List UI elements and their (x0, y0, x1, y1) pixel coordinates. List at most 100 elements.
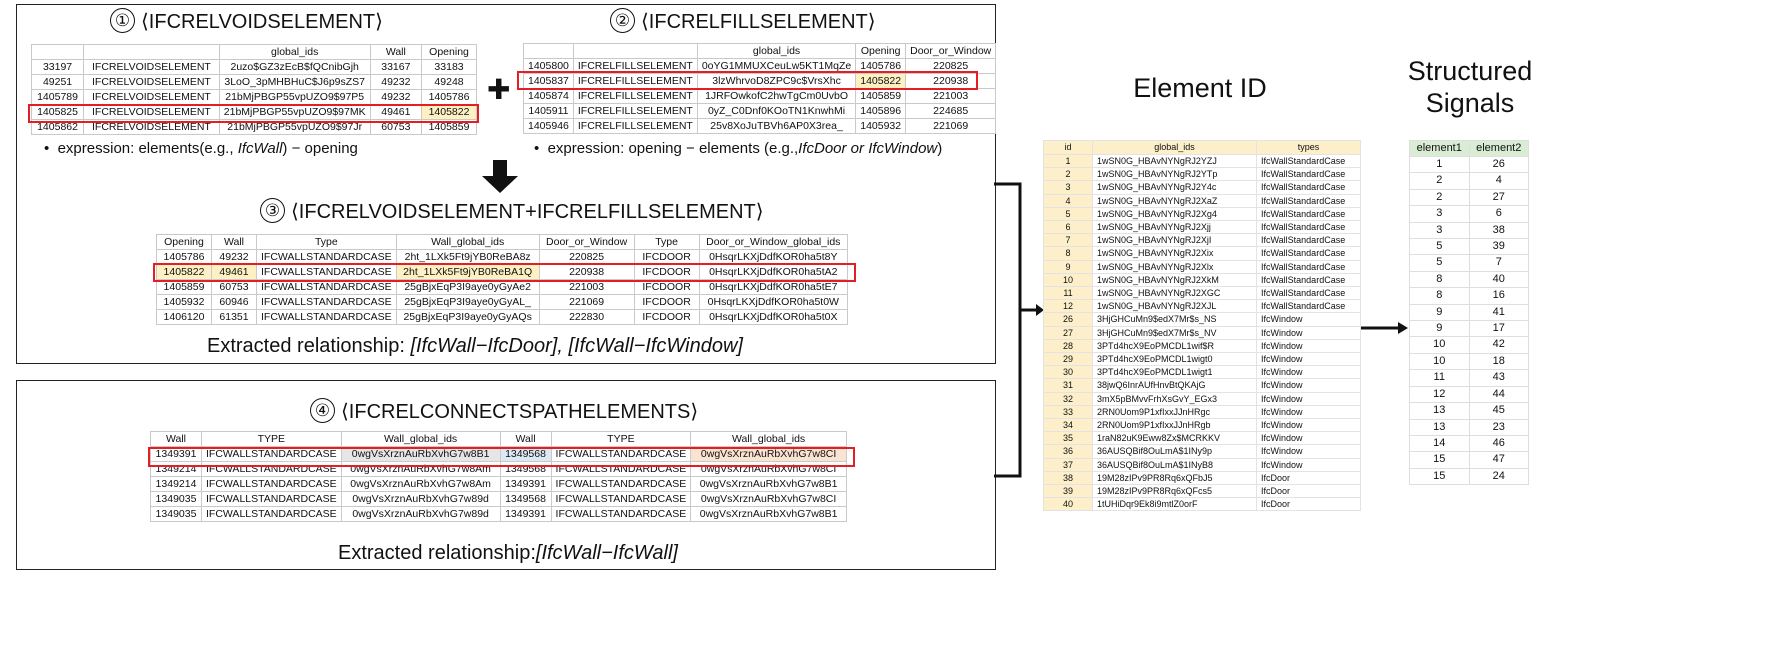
table-cell: 12 (1409, 385, 1470, 404)
table-cell: IFCRELVOIDSELEMENT (83, 119, 220, 135)
column-header: Door_or_Window (538, 234, 635, 250)
table-cell: 40 (1043, 497, 1093, 512)
table-cell: 49251 (30, 74, 85, 90)
table-cell: 3 (1409, 205, 1470, 223)
table-cell: 1405859 (855, 88, 907, 104)
table-cell: 0wgVsXrznAuRbXvhG7w8CI (690, 461, 847, 477)
table-cell: 0wgVsXrznAuRbXvhG7w8CI (690, 491, 847, 507)
table-cell: 1349568 (499, 446, 552, 462)
table-cell: 18 (1468, 352, 1529, 371)
panel1-expression-italic: IfcWall (237, 140, 283, 157)
panel4-relationship-italic: [IfcWall−IfcWall] (535, 542, 678, 564)
table-cell: 2 (1043, 167, 1093, 182)
panel3-relationship-prefix: Extracted relationship: (207, 335, 411, 357)
table-cell: 221069 (538, 294, 635, 310)
table-cell: 1405822 (421, 104, 477, 120)
table-cell: IFCWALLSTANDARDCASE (256, 249, 397, 265)
table-cell: IfcWindow (1256, 457, 1361, 472)
table-cell: 12 (1043, 299, 1093, 314)
table-cell: 26 (1043, 312, 1093, 327)
table-cell: IFCRELFILLSELEMENT (572, 103, 698, 119)
table-cell: IfcWallStandardCase (1256, 167, 1361, 182)
column-header: Opening (855, 43, 907, 59)
table-cell: 39 (1043, 484, 1093, 499)
column-header: Opening (421, 44, 477, 60)
table-cell: 60753 (211, 279, 257, 295)
panel2-expression: • expression: opening − elements (e.g.,I… (534, 140, 943, 157)
column-header: Type (256, 234, 397, 250)
table-cell: 220938 (538, 264, 635, 280)
table-cell: 5 (1409, 238, 1470, 256)
panel2-expression-prefix: expression: opening − elements (e.g., (547, 140, 799, 157)
table-cell: 1wSN0G_HBAvNYNgRJ2XkM (1092, 272, 1257, 288)
panel1-expression-prefix: expression: elements(e.g., (57, 140, 238, 157)
table-cell: 25v8XoJuTBVh6AP0X3rea_ (696, 118, 857, 134)
table-cell: 25gBjxEqP3I9aye0yGyAL_ (395, 294, 540, 310)
table-cell: 1349391 (150, 446, 202, 462)
table-cell: 43 (1468, 369, 1529, 387)
table-cell: 1wSN0G_HBAvNYNgRJ2XjI (1092, 233, 1257, 248)
table-cell: 3PTd4hcX9EoPMCDL1wigt1 (1092, 365, 1257, 380)
table-cell: 1tUHiDqr9Ek8i9mtlZ0orF (1092, 497, 1257, 512)
step-1-marker: ① (110, 8, 135, 33)
table-cell: 60946 (211, 294, 257, 310)
table-cell: 13 (1409, 402, 1470, 420)
table-cell: 1wSN0G_HBAvNYNgRJ2YZJ (1092, 153, 1257, 169)
table-cell: IFCRELFILLSELEMENT (572, 73, 698, 89)
table-cell: 1349568 (499, 461, 552, 477)
connector-lines (994, 182, 1408, 478)
table-cell: 29 (1043, 352, 1093, 367)
table-cell: IFCWALLSTANDARDCASE (201, 461, 342, 477)
table-cell: 1wSN0G_HBAvNYNgRJ2Xjj (1092, 220, 1257, 235)
table-cell: 2 (1409, 188, 1470, 207)
column-header: Wall_global_ids (395, 234, 540, 250)
table-cell: IfcWindow (1256, 444, 1361, 459)
table-cell: IFCDOOR (633, 264, 700, 280)
structured-signals-title: Structured Signals (1380, 55, 1560, 119)
column-header: Wall_global_ids (690, 431, 847, 447)
table-cell: 1wSN0G_HBAvNYNgRJ2Xlx (1092, 259, 1257, 274)
table-cell: IFCWALLSTANDARDCASE (550, 491, 692, 507)
column-header: TYPE (201, 431, 342, 447)
table-cell: 1405946 (523, 118, 574, 134)
table-cell: 1349035 (150, 506, 202, 522)
column-header: global_ids (1092, 140, 1257, 155)
panel3-title-text: ⟨IFCRELVOIDSELEMENT+IFCRELFILLSELEMENT⟩ (291, 201, 764, 223)
table-cell: 3 (1043, 180, 1093, 195)
column-header: id (1043, 140, 1093, 155)
table-cell: 7 (1468, 254, 1529, 272)
table-cell: 1405896 (855, 103, 907, 119)
table-cell: IfcWindow (1256, 365, 1361, 380)
table-cell: 7 (1043, 233, 1093, 248)
table-cell: 60753 (369, 119, 423, 135)
table-cell: 220938 (905, 73, 997, 89)
table-cell: 4 (1468, 172, 1529, 190)
table-cell: 0wgVsXrznAuRbXvhG7w89d (340, 506, 501, 522)
table-cell: 38 (1043, 470, 1093, 486)
table-cell: IFCWALLSTANDARDCASE (256, 294, 397, 310)
table-cell: 26 (1468, 155, 1529, 174)
